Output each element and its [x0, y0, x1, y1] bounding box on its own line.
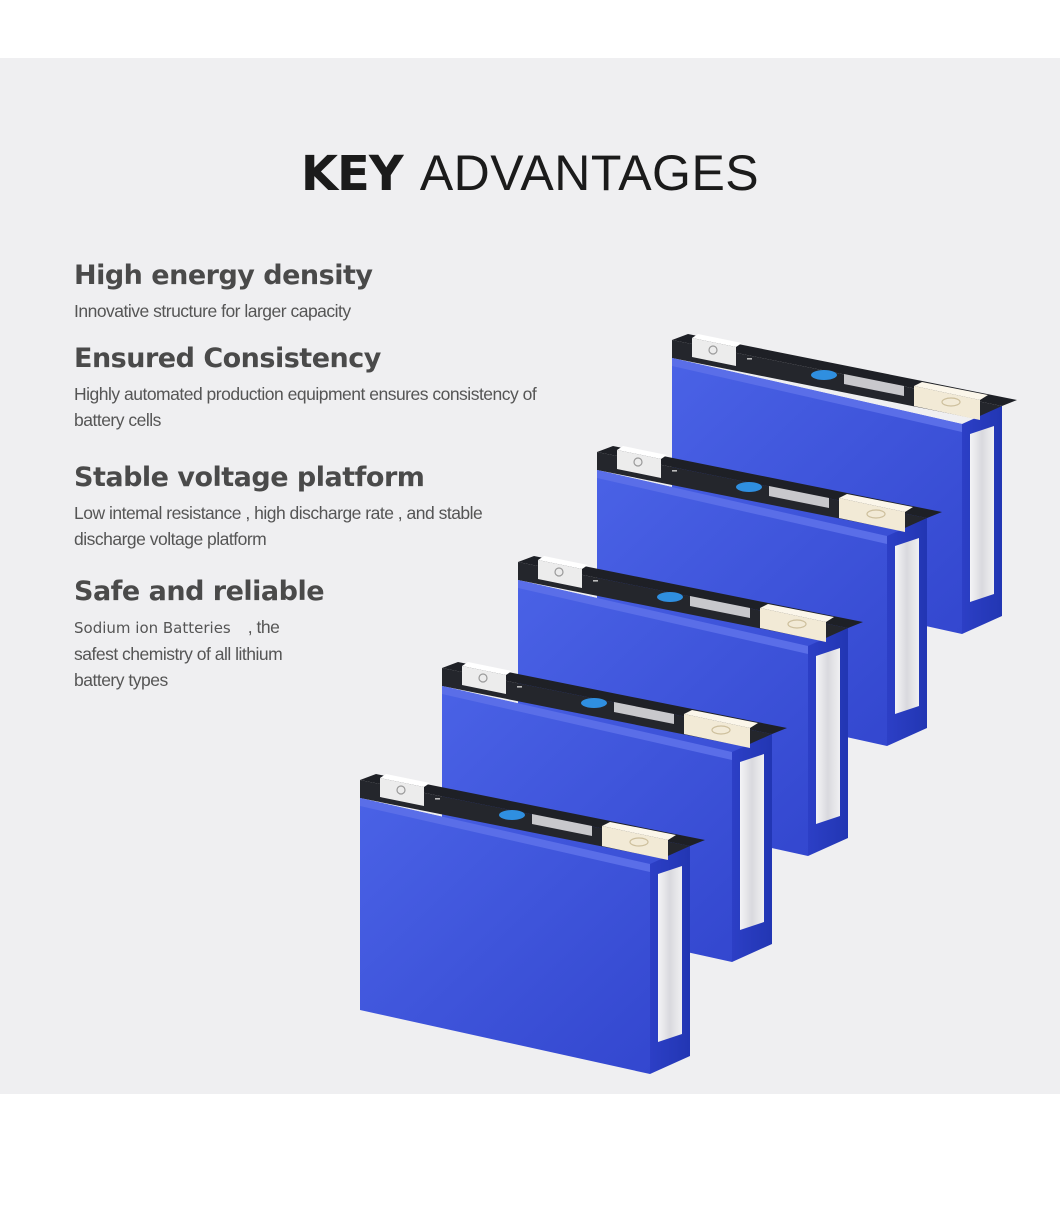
advantages-panel: KEY ADVANTAGES High energy density Innov… [0, 58, 1060, 1094]
feature-text-line: battery cells [74, 410, 161, 430]
feature-text-line: Highly automated production equipment en… [74, 384, 537, 404]
feature-text: Low intemal resistance , high discharge … [74, 500, 594, 552]
feature-ensured-consistency: Ensured Consistency Highly automated pro… [74, 341, 594, 433]
feature-heading: Stable voltage platform [74, 462, 425, 493]
title-bold: KEY [300, 146, 404, 202]
feature-stable-voltage: Stable voltage platform Low intemal resi… [74, 460, 594, 552]
feature-high-energy-density: High energy density Innovative structure… [74, 258, 594, 324]
feature-heading: Safe and reliable [74, 576, 325, 607]
title-normal: ADVANTAGES [419, 145, 760, 201]
feature-text-line: , the [230, 617, 280, 637]
feature-text-line: safest chemistry of all lithium [74, 644, 283, 664]
chemistry-name: Sodium ion Batteries [74, 619, 231, 637]
feature-heading: High energy density [74, 260, 373, 291]
feature-heading: Ensured Consistency [74, 343, 381, 374]
battery-cells-illustration [359, 333, 1018, 1075]
feature-safe-reliable: Safe and reliable Sodium ion Batteries ,… [74, 574, 594, 693]
feature-text: Highly automated production equipment en… [74, 381, 594, 433]
feature-text-line: Low intemal resistance , high discharge … [74, 503, 483, 523]
page-title: KEY ADVANTAGES [0, 144, 1060, 202]
feature-text-line: discharge voltage platform [74, 529, 267, 549]
feature-text-line: battery types [74, 670, 168, 690]
feature-text: Innovative structure for larger capacity [74, 301, 351, 321]
feature-text: Sodium ion Batteries , the safest chemist… [74, 614, 594, 693]
